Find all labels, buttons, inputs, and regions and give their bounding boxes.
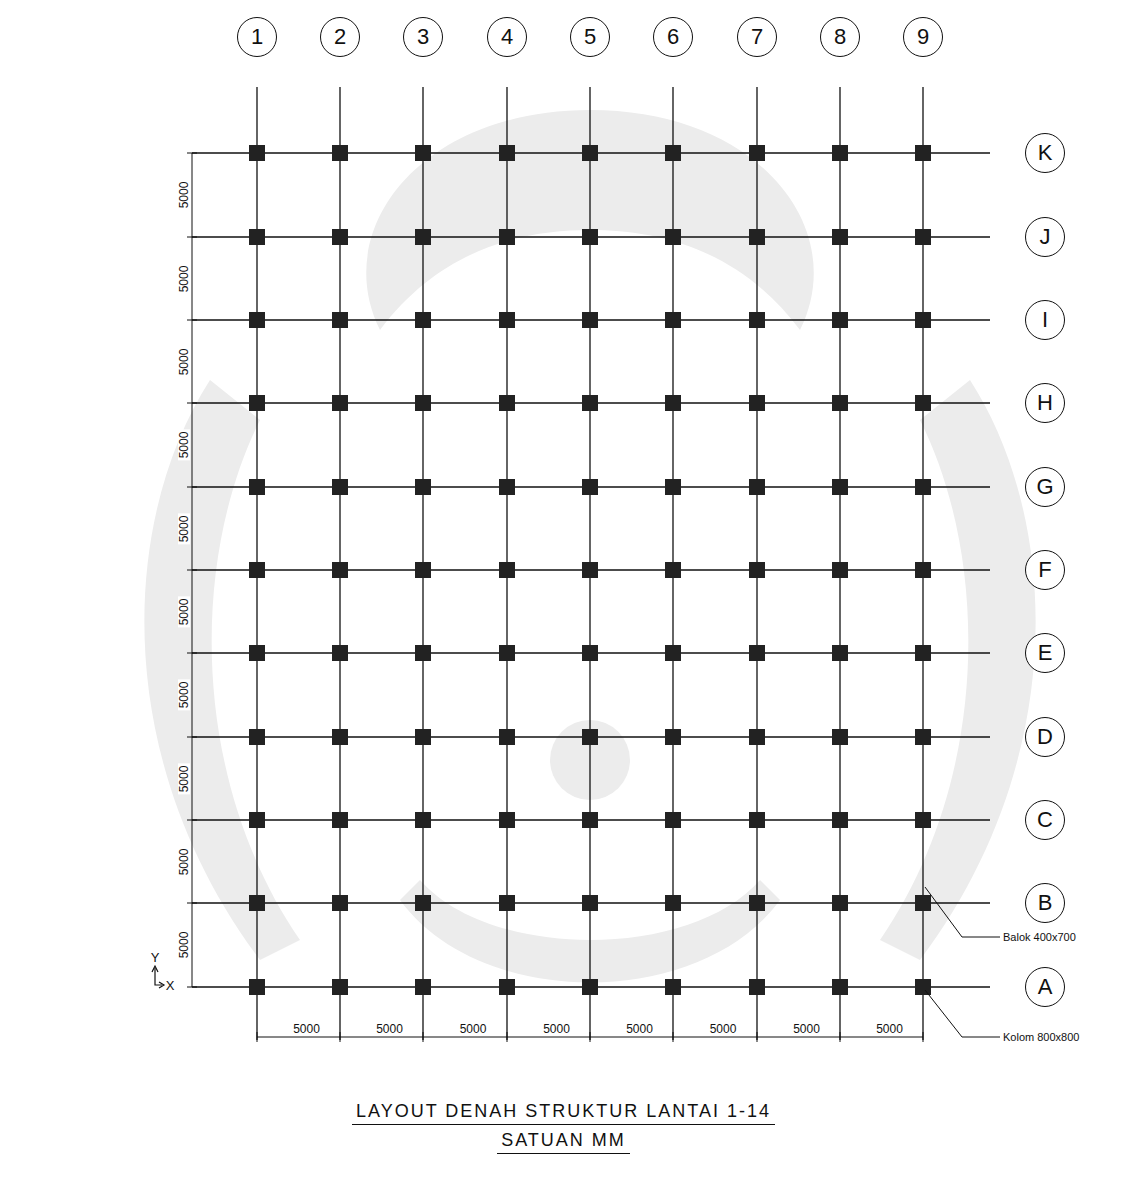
callout-text: Kolom 800x800 (1003, 1032, 1079, 1043)
grid-bubble: 4 (487, 17, 527, 57)
grid-label: J (1040, 226, 1051, 248)
dimension-text: 5000 (178, 846, 190, 877)
grid-bubble: F (1025, 550, 1065, 590)
grid-label: 1 (251, 26, 263, 48)
units-caption: SATUAN MM (497, 1130, 630, 1154)
grid-label: 6 (667, 26, 679, 48)
grid-bubble: A (1025, 967, 1065, 1007)
dimension-text: 5000 (708, 1023, 739, 1035)
dimension-text: 5000 (178, 180, 190, 211)
dimension-text: 5000 (624, 1023, 655, 1035)
dimension-lines (187, 153, 923, 1042)
grid-bubble: 6 (653, 17, 693, 57)
axis-label: Y (151, 951, 160, 964)
grid-bubble: 8 (820, 17, 860, 57)
grid-label: 9 (917, 26, 929, 48)
grid-bubble: J (1025, 217, 1065, 257)
grid-bubble: 1 (237, 17, 277, 57)
grid-bubble: E (1025, 633, 1065, 673)
grid-label: F (1038, 559, 1051, 581)
grid-label: 4 (501, 26, 513, 48)
dimension-text: 5000 (178, 430, 190, 461)
callout-text: Balok 400x700 (1003, 932, 1076, 943)
grid-label: D (1037, 726, 1053, 748)
grid-label: I (1042, 309, 1048, 331)
dimension-text: 5000 (291, 1023, 322, 1035)
grid-label: K (1038, 142, 1053, 164)
drawing-title: LAYOUT DENAH STRUKTUR LANTAI 1-14 (352, 1101, 775, 1125)
grid-bubble: G (1025, 467, 1065, 507)
dimension-text: 5000 (541, 1023, 572, 1035)
dimension-text: 5000 (374, 1023, 405, 1035)
grid-label: H (1037, 392, 1053, 414)
grid-label: 5 (584, 26, 596, 48)
grid-label: E (1038, 642, 1053, 664)
dimension-text: 5000 (874, 1023, 905, 1035)
dimension-text: 5000 (791, 1023, 822, 1035)
grid-bubble: B (1025, 883, 1065, 923)
axis-label: X (166, 979, 175, 992)
dimension-text: 5000 (178, 596, 190, 627)
grid-label: 3 (417, 26, 429, 48)
dimension-text: 5000 (458, 1023, 489, 1035)
grid-label: 8 (834, 26, 846, 48)
grid-bubble: H (1025, 383, 1065, 423)
grid-label: 2 (334, 26, 346, 48)
dimension-text: 5000 (178, 680, 190, 711)
grid-bubble: C (1025, 800, 1065, 840)
dimension-text: 5000 (178, 513, 190, 544)
grid-bubble: K (1025, 133, 1065, 173)
dimension-text: 5000 (178, 763, 190, 794)
grid-label: G (1036, 476, 1053, 498)
grid-lines (192, 87, 990, 1040)
grid-bubble: 5 (570, 17, 610, 57)
leader-lines (925, 887, 1000, 1037)
units-caption-block: SATUAN MM (0, 1131, 1127, 1149)
grid-label: B (1038, 892, 1053, 914)
grid-label: C (1037, 809, 1053, 831)
axis-symbol (152, 966, 164, 988)
grid-bubble: D (1025, 717, 1065, 757)
grid-bubble: 7 (737, 17, 777, 57)
column-squares (249, 145, 931, 995)
drawing-title-block: LAYOUT DENAH STRUKTUR LANTAI 1-14 (0, 1102, 1127, 1120)
grid-label: 7 (751, 26, 763, 48)
dimension-text: 5000 (178, 263, 190, 294)
grid-bubble: 9 (903, 17, 943, 57)
grid-bubble: 2 (320, 17, 360, 57)
grid-bubble: 3 (403, 17, 443, 57)
grid-label: A (1038, 976, 1053, 998)
grid-bubble: I (1025, 300, 1065, 340)
dimension-text: 5000 (178, 930, 190, 961)
dimension-text: 5000 (178, 346, 190, 377)
